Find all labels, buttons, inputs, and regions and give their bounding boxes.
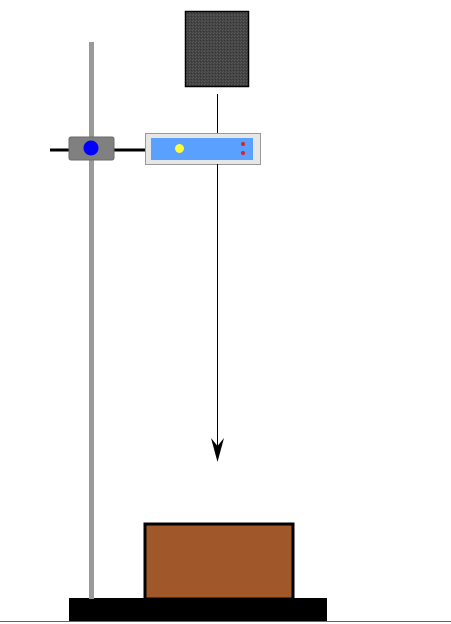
clamp-knob: [83, 140, 99, 156]
sensor-status-light-bottom: [241, 151, 245, 155]
sensor-indicator-light: [175, 144, 184, 153]
sensor-status-light-top: [241, 142, 245, 146]
fall-path-arrowhead: [211, 438, 224, 462]
stand-rod: [89, 42, 94, 599]
falling-object: [184, 10, 250, 88]
stand-base: [69, 598, 327, 621]
fall-path-arrow: [211, 164, 224, 462]
sensor-display: [151, 138, 253, 160]
sensor-unit: [145, 133, 261, 165]
landing-box: [143, 522, 295, 601]
